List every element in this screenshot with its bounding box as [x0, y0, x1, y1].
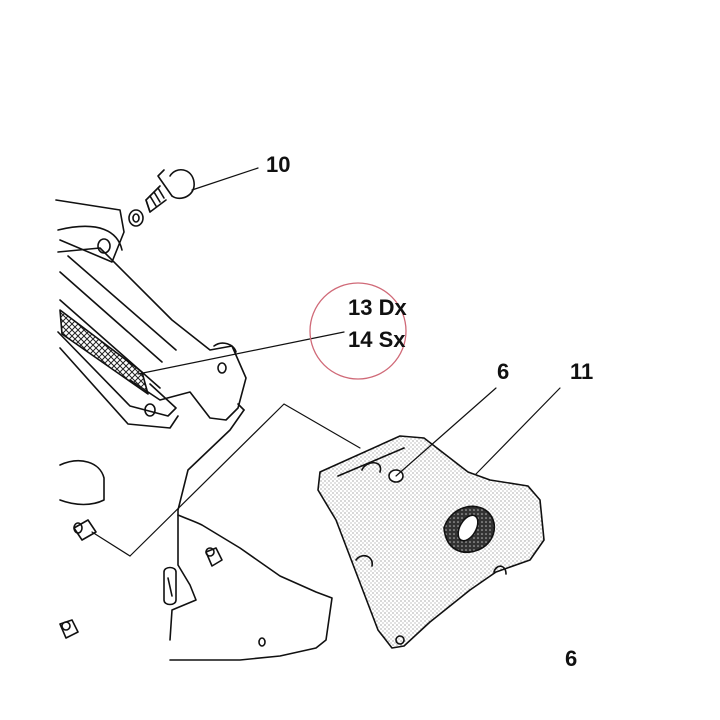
assembly-guides	[91, 403, 361, 557]
label-part-11: 11	[570, 359, 593, 384]
leader-13-14	[137, 331, 345, 375]
leader-6-top	[395, 387, 497, 477]
label-part-10: 10	[266, 152, 290, 177]
label-part-6-top: 6	[497, 359, 509, 384]
leader-11	[475, 387, 561, 475]
leader-lines	[137, 167, 561, 477]
pins-and-clips	[59, 460, 223, 639]
side-housing	[55, 199, 247, 421]
screw-part-10	[128, 169, 195, 227]
label-part-13: 13 Dx	[348, 295, 407, 320]
highlight-circle	[309, 282, 407, 380]
mesh-vent-panel	[57, 309, 179, 429]
outline-gasket	[169, 403, 333, 661]
label-part-6-bottom: 6	[565, 646, 577, 671]
leader-10	[191, 167, 259, 191]
cover-panel-part-11	[317, 435, 545, 649]
label-part-14: 14 Sx	[348, 327, 406, 352]
